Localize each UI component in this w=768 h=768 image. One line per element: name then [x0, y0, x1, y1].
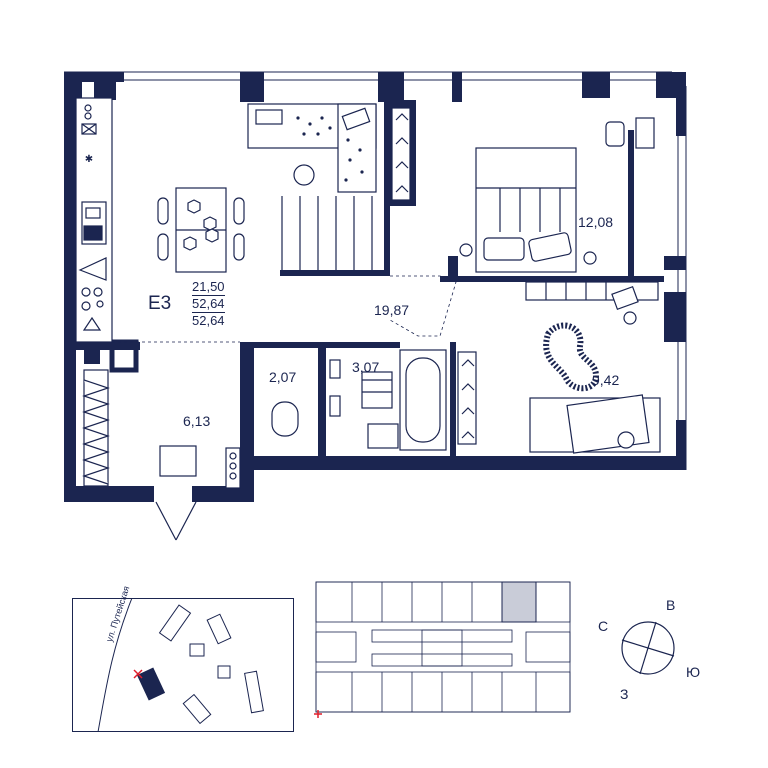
facade-windows — [64, 71, 687, 470]
compass-south: Ю — [686, 664, 701, 680]
compass — [621, 621, 675, 675]
floor-entrance-marker — [314, 710, 322, 718]
living-area-value: 21,50 — [192, 279, 225, 296]
apartment-highlight — [501, 581, 537, 623]
bedroom-furniture — [459, 117, 655, 273]
entrance-marker — [133, 669, 143, 679]
svg-text:✱: ✱ — [85, 154, 93, 165]
room-area-wc: 2,07 — [269, 369, 297, 385]
building-marker — [136, 667, 166, 701]
living-furniture — [247, 103, 411, 270]
compass-west: З — [620, 686, 629, 702]
room-area-kids: 9,42 — [592, 372, 620, 388]
room-area-entrance: 6,13 — [183, 413, 211, 429]
total-area-with-balcony-value: 52,64 — [192, 313, 225, 328]
room-dividers — [112, 275, 457, 343]
apartment-areas: 21,50 52,64 52,64 — [192, 279, 225, 329]
compass-north: С — [598, 618, 609, 634]
bathroom-fixtures — [271, 349, 447, 451]
sofa-cushions — [296, 116, 364, 182]
room-area-hall: 19,87 — [374, 302, 410, 318]
floor-plan: ✱ — [64, 71, 687, 541]
exterior-walls — [64, 72, 686, 502]
apartment-code: Е3 — [148, 293, 172, 314]
location-map — [72, 598, 294, 732]
floor-layout — [314, 581, 571, 718]
total-area-value: 52,64 — [192, 296, 225, 313]
kitchen-counter: ✱ — [75, 97, 113, 343]
dining-table — [157, 187, 245, 273]
room-area-bedroom: 12,08 — [578, 214, 614, 230]
room-area-bathroom: 3,07 — [352, 359, 380, 375]
compass-east: В — [666, 597, 676, 613]
entrance-furniture — [82, 369, 241, 541]
kids-room-furniture — [457, 281, 661, 454]
